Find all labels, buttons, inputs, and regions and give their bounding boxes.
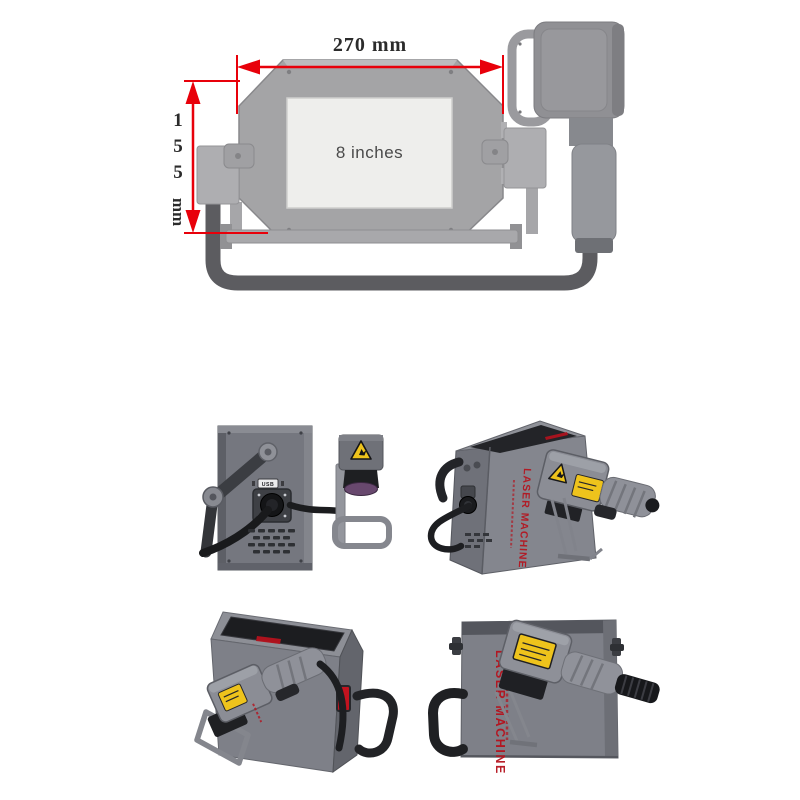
gun-grip xyxy=(261,647,327,694)
cable-connector xyxy=(614,674,660,704)
top-opening xyxy=(470,425,577,453)
top-red-mark xyxy=(256,636,281,644)
height-dimension-digits: 155 xyxy=(167,110,189,188)
screen-size-label: 8 inches xyxy=(335,143,404,162)
stand-loop xyxy=(332,516,392,549)
stand-tube xyxy=(205,204,598,291)
gun-collar xyxy=(575,238,613,253)
vent-grille xyxy=(465,533,492,548)
handheld-gun xyxy=(498,619,660,704)
width-arrowhead-right xyxy=(480,59,503,75)
gun-neck xyxy=(569,118,613,146)
usb-label: USB xyxy=(262,482,274,488)
gun-cable xyxy=(316,660,347,752)
gun-stand-legs xyxy=(550,497,603,562)
laser-head-on-stand xyxy=(332,434,392,549)
height-arrowhead-bottom xyxy=(185,210,201,233)
right-bracket-plate xyxy=(526,186,538,234)
support-bar xyxy=(220,224,522,249)
handheld-gun xyxy=(507,21,625,253)
top-red-mark xyxy=(545,432,568,440)
lens-glass xyxy=(344,482,378,496)
handheld-gun xyxy=(206,647,327,737)
head-cable xyxy=(286,501,344,515)
carry-handle xyxy=(427,688,468,757)
dimension-annotations xyxy=(184,55,504,234)
lid-latch-right xyxy=(610,638,624,656)
height-arrowhead-top xyxy=(185,81,201,104)
gun-grip xyxy=(571,143,617,243)
power-cable xyxy=(199,506,272,557)
warning-triangle-icon xyxy=(548,463,568,484)
power-cable xyxy=(427,502,473,553)
small-red-text xyxy=(252,703,263,723)
gun-stand-legs xyxy=(494,687,538,748)
brand-text: LASER MACHINE xyxy=(516,468,533,569)
height-dimension-label: 155 mm xyxy=(162,110,194,226)
width-dimension-label: 270 mm xyxy=(332,34,408,56)
usb-port-label: USB xyxy=(252,478,284,489)
carry-handle xyxy=(352,688,398,758)
warning-triangle-icon xyxy=(350,440,372,460)
width-arrowhead-left xyxy=(237,59,260,75)
right-bracket xyxy=(481,127,547,189)
small-red-text xyxy=(510,479,515,549)
left-bracket xyxy=(196,143,255,205)
spec-label xyxy=(217,683,248,712)
photo-flat-side-view: LASER MACHINE xyxy=(427,619,660,775)
top-screen-panel xyxy=(220,616,345,652)
photo-three-quarter-view: LASER MACHINE xyxy=(427,420,660,575)
photo-top-quarter-view xyxy=(194,611,398,774)
lid-latch-left xyxy=(449,637,463,655)
screen xyxy=(286,97,453,209)
left-bracket-plate xyxy=(230,202,242,236)
height-dimension-unit: mm xyxy=(168,197,188,227)
photo-side-view-crank: USB xyxy=(199,425,392,571)
carry-handle xyxy=(435,457,464,503)
vent-grille xyxy=(248,529,295,554)
handheld-gun xyxy=(536,449,660,522)
crank-handle xyxy=(200,442,278,558)
dimension-diagram xyxy=(184,21,625,291)
